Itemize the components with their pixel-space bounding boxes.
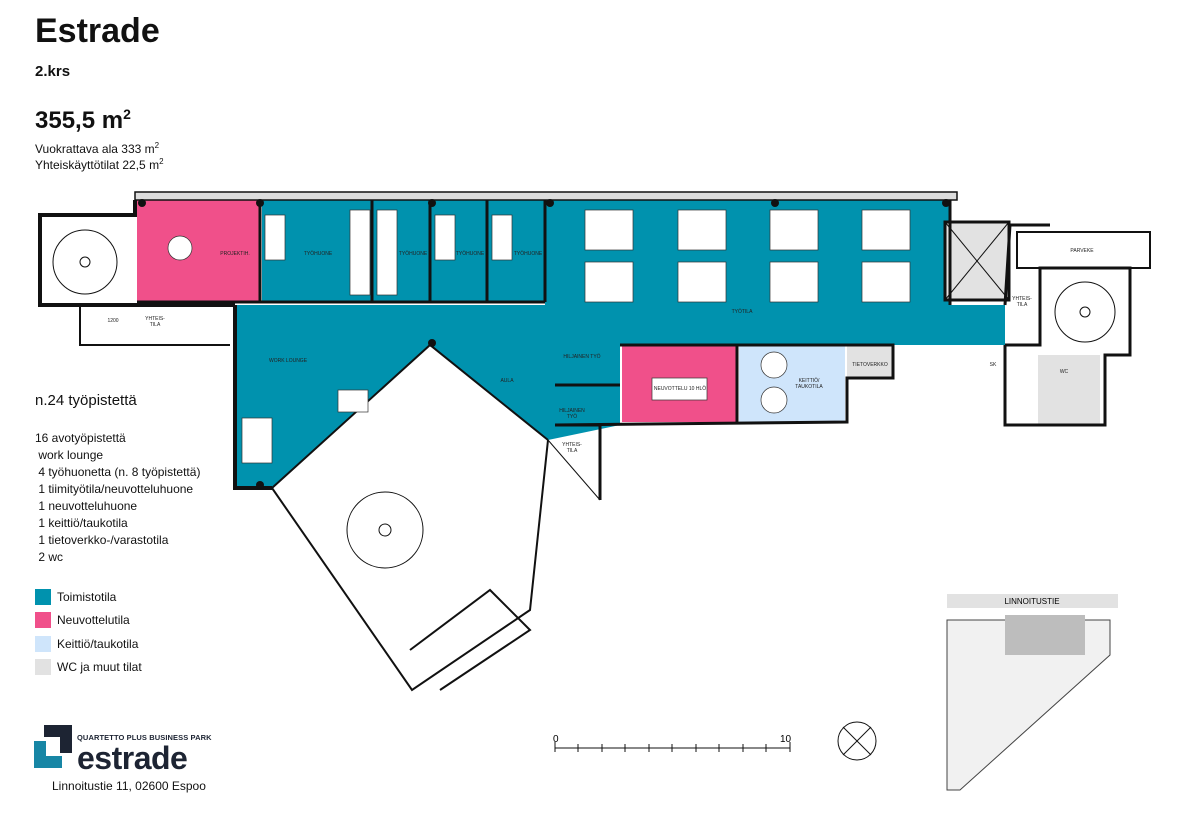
street-label: LINNOITUSTIE xyxy=(1004,597,1059,606)
legend-swatch xyxy=(35,588,51,605)
room-label: KEITTIÖ/ xyxy=(799,377,820,384)
room-label: TILA xyxy=(150,322,161,328)
room-label: PROJEKTIH. xyxy=(220,251,249,257)
project-room xyxy=(137,200,260,302)
floor-label: 2.krs xyxy=(35,63,71,80)
rentable-area: Vuokrattava ala 333 m2 xyxy=(35,141,159,156)
room-label: TYÖ xyxy=(567,413,577,420)
scale-bar xyxy=(554,742,791,752)
desks xyxy=(167,209,911,464)
color-legend: Toimistotila Neuvottelutila Keittiö/tauk… xyxy=(35,585,142,679)
room-label: YHTEIS- xyxy=(1012,296,1032,302)
room-label: PARVEKE xyxy=(1070,248,1094,254)
space-list-item: 16 avotyöpistettä xyxy=(35,431,126,445)
legend-label: Neuvottelutila xyxy=(57,613,130,628)
legend-swatch xyxy=(35,635,51,652)
room-label: SK xyxy=(990,362,997,368)
room-label: NEUVOTTELU 10 HLÖ xyxy=(654,385,706,392)
room-label: TAUKOTILA xyxy=(795,384,823,390)
area-unit-sup: 2 xyxy=(123,106,131,122)
scale-end: 10 xyxy=(780,734,792,745)
room-label: WC xyxy=(1060,369,1069,375)
exit-label: 1200 xyxy=(107,318,118,324)
legend-label: Keittiö/taukotila xyxy=(57,636,139,651)
network-room xyxy=(847,345,893,378)
room-label: HILJAINEN TYÖ xyxy=(563,353,600,360)
site-map: LINNOITUSTIE xyxy=(946,594,1118,791)
room-label: TYÖTILA xyxy=(732,308,754,315)
room-label: YHTEIS- xyxy=(562,442,582,448)
room-label: YHTEIS- xyxy=(145,316,165,322)
space-list-item: 1 tietoverkko-/varastotila xyxy=(35,533,169,547)
walls xyxy=(38,191,1151,692)
estrade-logo-mark xyxy=(34,725,72,768)
room-label: TYÖHUONE xyxy=(514,250,543,257)
space-list: 16 avotyöpistettä work lounge 4 työhuone… xyxy=(35,430,200,566)
rentable-sup: 2 xyxy=(154,141,160,150)
total-area: 355,5 m2 xyxy=(35,106,131,135)
legend-swatch xyxy=(35,612,51,629)
room-label: TIETOVERKKO xyxy=(852,362,888,368)
space-list-item: 1 tiimityötila/neuvotteluhuone xyxy=(35,482,194,496)
room-label: TYÖHUONE xyxy=(399,250,428,257)
space-list-item: 1 keittiö/taukotila xyxy=(35,516,128,530)
room-label: TYÖHUONE xyxy=(304,250,333,257)
legend-item-office: Toimistotila xyxy=(35,585,142,609)
room-label: TILA xyxy=(567,448,578,454)
space-list-item: 1 neuvotteluhuone xyxy=(35,499,138,513)
room-label: TYÖHUONE xyxy=(456,250,485,257)
building-title: Estrade xyxy=(35,12,160,50)
legend-item-other: WC ja muut tilat xyxy=(35,656,142,680)
space-list-item: work lounge xyxy=(35,448,104,462)
legend-item-kitchen: Keittiö/taukotila xyxy=(35,632,142,656)
wc-room xyxy=(1038,355,1100,425)
space-list-item: 4 työhuonetta (n. 8 työpistettä) xyxy=(35,465,201,479)
room-label: TILA xyxy=(1017,302,1028,308)
columns xyxy=(138,199,950,489)
compass-icon xyxy=(837,721,877,761)
workstation-count: n.24 työpistettä xyxy=(35,392,137,409)
scale-start: 0 xyxy=(553,734,559,745)
logo-wordmark: estrade xyxy=(77,740,188,776)
stairs-icon xyxy=(52,229,1116,569)
logo-tagline: QUARTETTO PLUS BUSINESS PARK xyxy=(77,733,212,742)
space-list-item: 2 wc xyxy=(35,550,64,564)
kitchen xyxy=(739,345,845,422)
room-label: AULA xyxy=(500,378,514,384)
shared-sup: 2 xyxy=(159,157,164,166)
rentable-text: Vuokrattava ala 333 m xyxy=(35,142,155,156)
shared-area: Yhteiskäyttötilat 22,5 m2 xyxy=(35,157,164,172)
legend-label: Toimistotila xyxy=(57,589,117,604)
room-label: WORK LOUNGE xyxy=(269,358,308,364)
address: Linnoitustie 11, 02600 Espoo xyxy=(52,779,206,793)
legend-label: WC ja muut tilat xyxy=(57,660,142,675)
legend-item-meeting: Neuvottelutila xyxy=(35,609,142,633)
legend-swatch xyxy=(35,659,51,676)
room-label: HILJAINEN xyxy=(559,408,585,414)
shared-text: Yhteiskäyttötilat 22,5 m xyxy=(35,158,160,172)
area-value: 355,5 m xyxy=(35,107,124,134)
